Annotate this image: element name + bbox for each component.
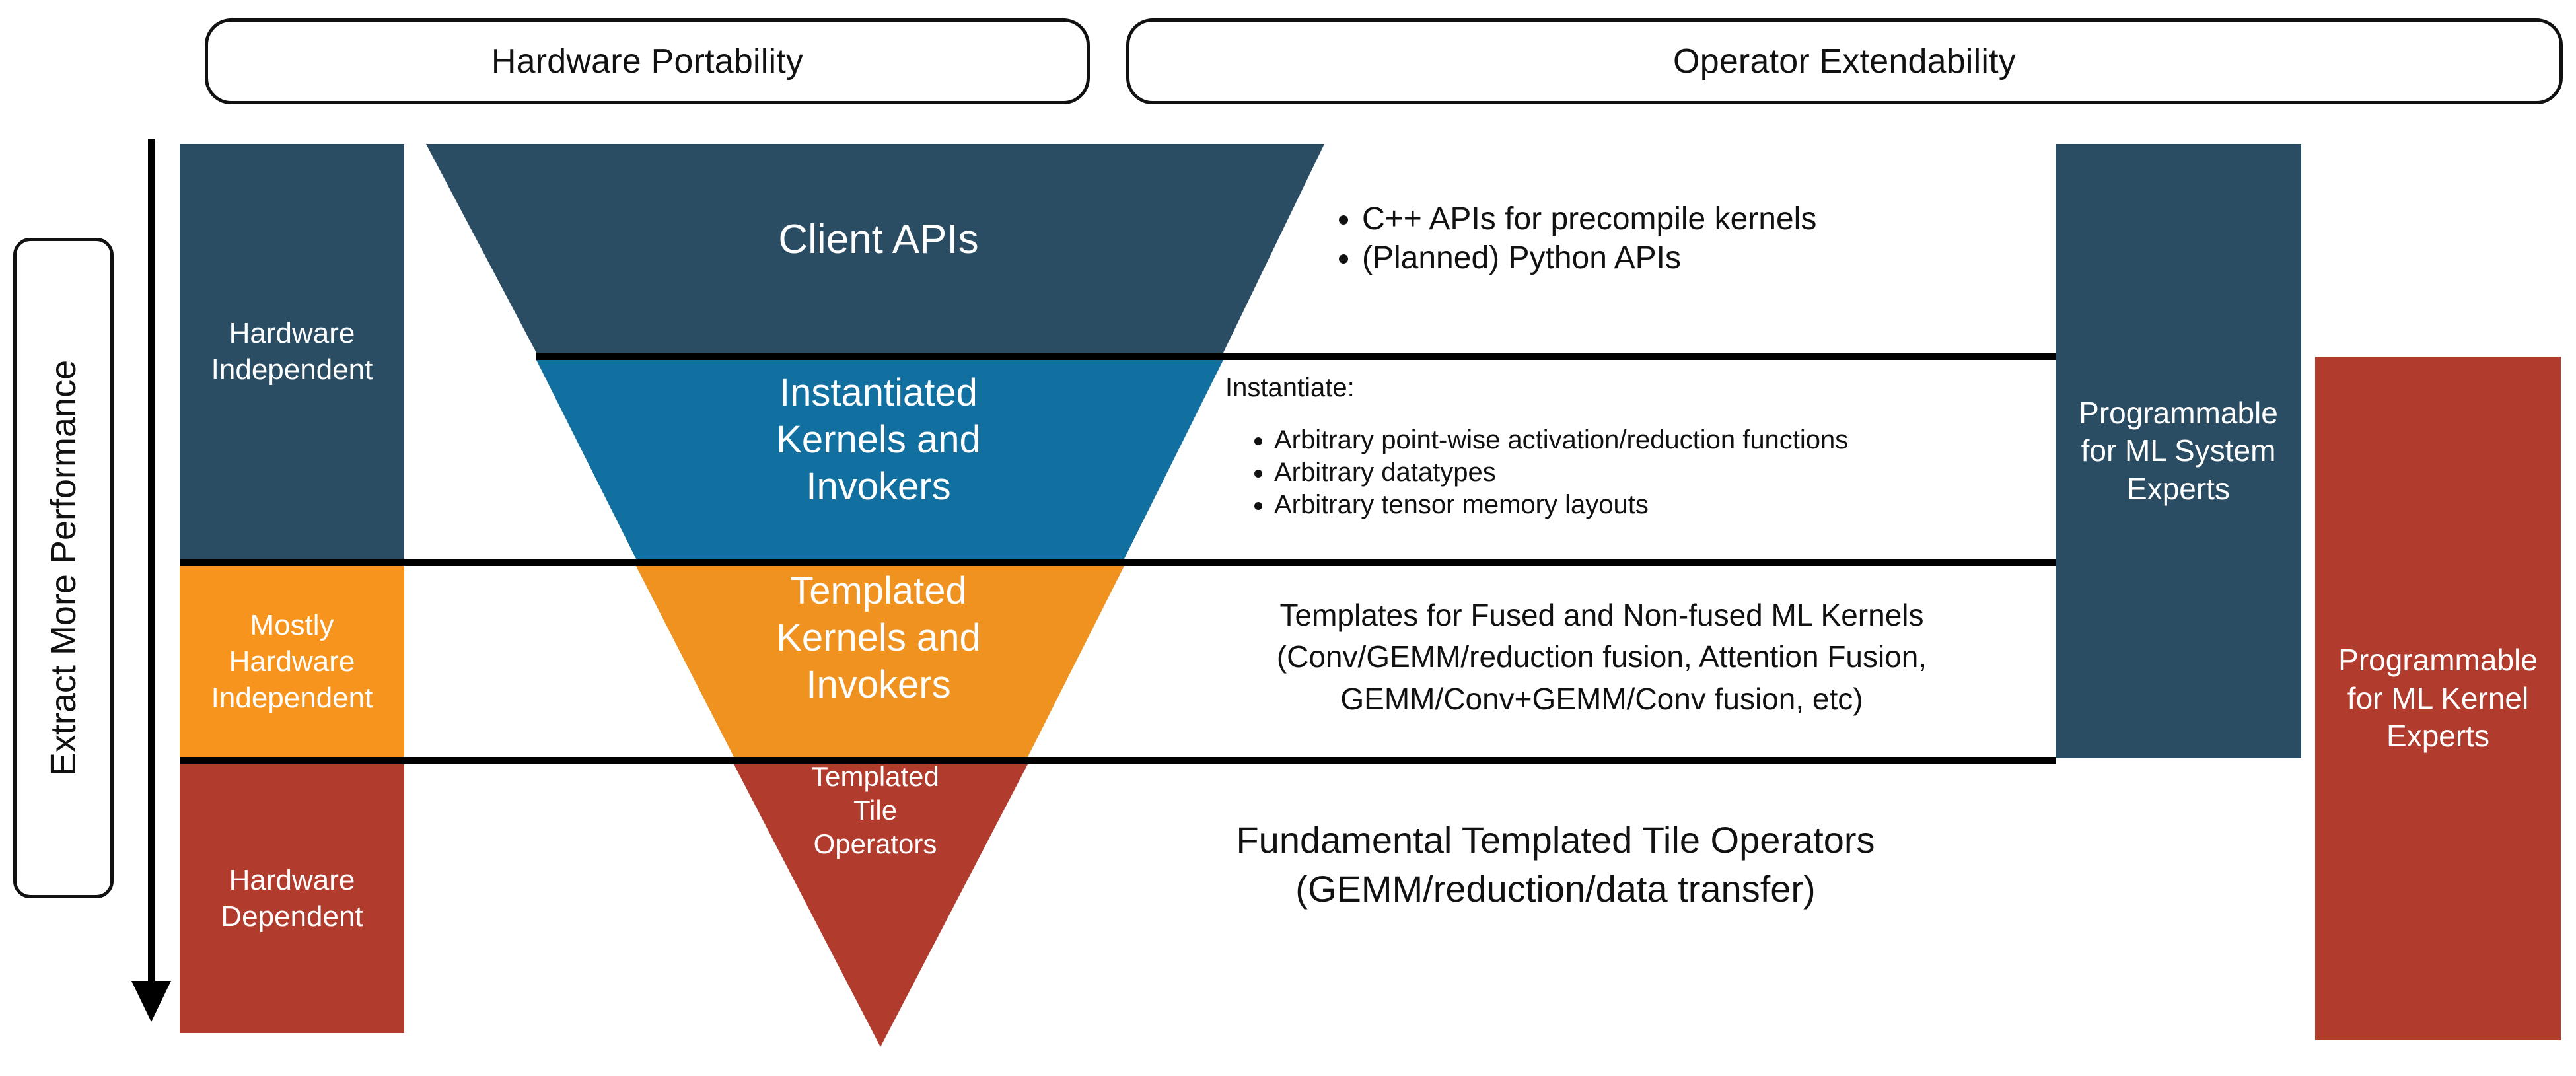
- arrow-shaft: [148, 139, 155, 991]
- divider-line-3: [180, 757, 2056, 764]
- list-item: Arbitrary datatypes: [1274, 458, 2038, 487]
- header-pill-operator-extendability: Operator Extendability: [1126, 18, 2563, 104]
- templated-line: (Conv/GEMM/reduction fusion, Attention F…: [1276, 639, 1927, 674]
- divider-line-2: [180, 559, 2056, 566]
- downward-arrow-icon: [131, 139, 171, 1030]
- list-item: (Planned) Python APIs: [1362, 240, 1816, 276]
- performance-axis-box: Extract More Performance: [13, 238, 114, 898]
- funnel-label-client-apis: Client APIs: [548, 215, 1209, 265]
- instantiate-bullet-list: Arbitrary point-wise activation/reductio…: [1225, 425, 2038, 520]
- funnel-label-text: Client APIs: [778, 217, 979, 262]
- list-item: Arbitrary tensor memory layouts: [1274, 490, 2038, 520]
- list-item: C++ APIs for precompile kernels: [1362, 201, 1816, 237]
- fundamental-line: (GEMM/reduction/data transfer): [1295, 867, 1816, 910]
- performance-axis-label: Extract More Performance: [44, 359, 84, 777]
- description-client-apis: C++ APIs for precompile kernels (Planned…: [1328, 198, 1816, 279]
- header-pill-label: Hardware Portability: [491, 42, 804, 81]
- client-apis-bullet-list: C++ APIs for precompile kernels (Planned…: [1328, 201, 1816, 276]
- list-item: Arbitrary point-wise activation/reductio…: [1274, 425, 2038, 455]
- divider-line-1: [536, 353, 2056, 360]
- templated-line: GEMM/Conv+GEMM/Conv fusion, etc): [1340, 681, 1863, 716]
- description-templated: Templates for Fused and Non-fused ML Ker…: [1163, 594, 2041, 720]
- header-pill-hardware-portability: Hardware Portability: [205, 18, 1090, 104]
- header-pill-label: Operator Extendability: [1673, 42, 2016, 81]
- arrow-head: [131, 981, 171, 1022]
- templated-line: Templates for Fused and Non-fused ML Ker…: [1279, 598, 1924, 632]
- description-instantiated: Instantiate: Arbitrary point-wise activa…: [1225, 373, 2038, 522]
- fundamental-line: Fundamental Templated Tile Operators: [1236, 819, 1875, 861]
- description-fundamental-tile-operators: Fundamental Templated Tile Operators (GE…: [1110, 816, 2001, 914]
- instantiate-lead-label: Instantiate:: [1225, 373, 1355, 402]
